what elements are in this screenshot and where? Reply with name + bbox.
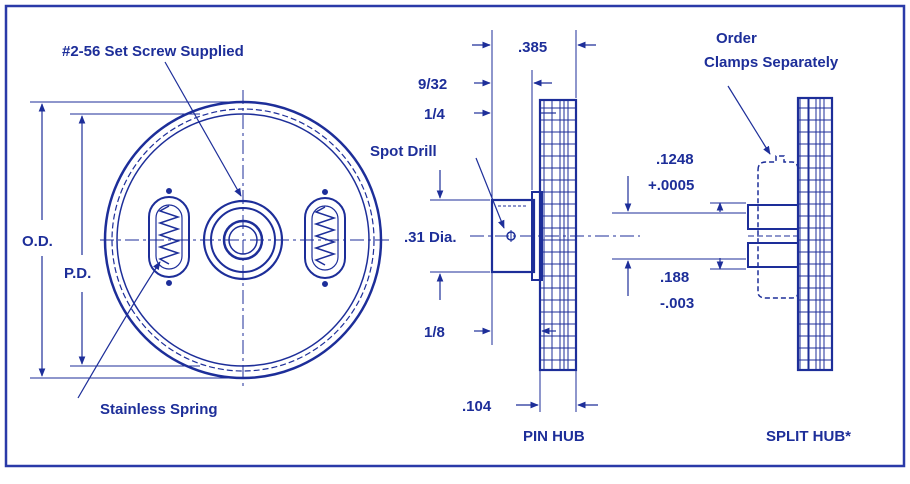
dim-104-label: .104: [462, 398, 492, 415]
set-screw-label: #2-56 Set Screw Supplied: [62, 43, 244, 60]
pin-hub-title: PIN HUB: [523, 428, 585, 445]
pin-hub-side-view: [430, 30, 640, 412]
dia-31-label: .31 Dia.: [404, 229, 457, 246]
od-label: O.D.: [22, 233, 53, 250]
drawing-border: [4, 4, 906, 468]
dim-385-label: .385: [518, 39, 547, 56]
spot-drill-label: Spot Drill: [370, 143, 437, 160]
tol-0005-label: +.0005: [648, 177, 694, 194]
split-hub-side-view: [612, 85, 834, 372]
gear-front-view: [30, 61, 390, 399]
stainless-spring-label: Stainless Spring: [100, 401, 218, 418]
tol-003-label: -.003: [660, 295, 694, 312]
dim-188-label: .188: [660, 269, 689, 286]
dim-1-8-label: 1/8: [424, 324, 445, 341]
order-clamps-label-line2: Clamps Separately: [704, 54, 839, 71]
pd-label: P.D.: [64, 265, 91, 282]
dim-1-4-label: 1/4: [424, 106, 446, 123]
dim-1248-label: .1248: [656, 151, 694, 168]
order-clamps-label-line1: Order: [716, 30, 757, 47]
dim-9-32-label: 9/32: [418, 76, 447, 93]
split-hub-title: SPLIT HUB*: [766, 428, 851, 445]
